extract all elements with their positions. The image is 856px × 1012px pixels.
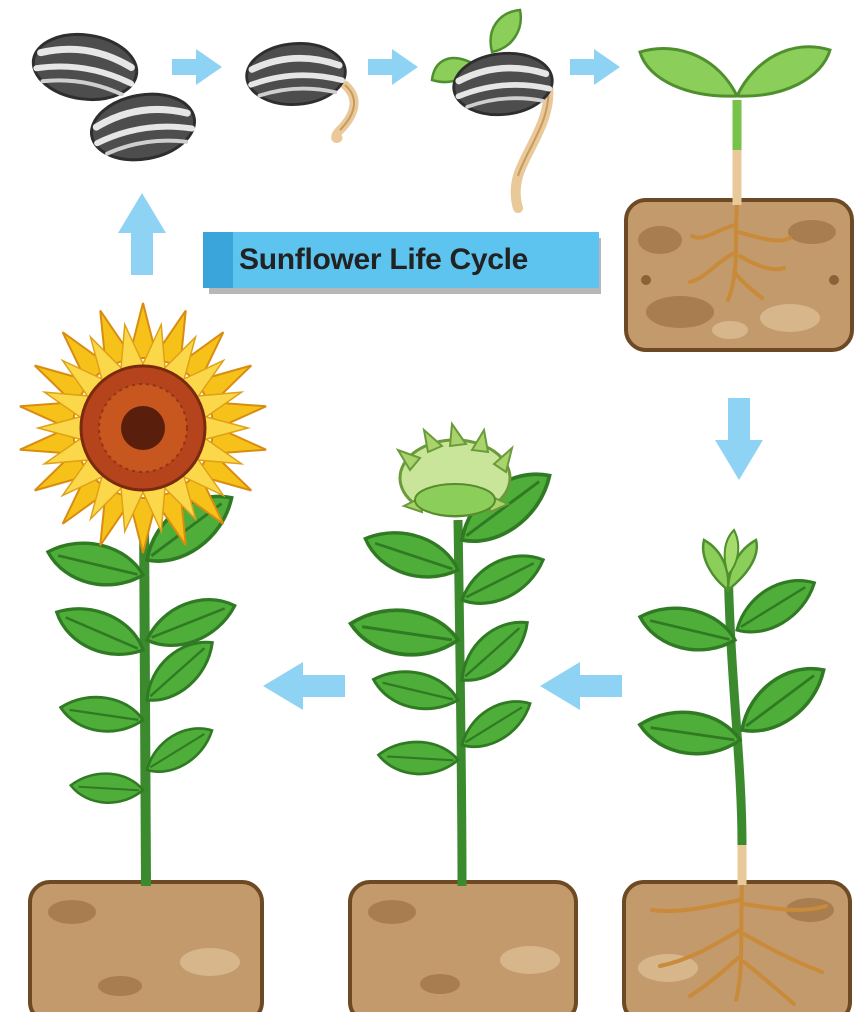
- arrow-right-icon: [172, 49, 222, 85]
- germinating-seed-illustration: [245, 40, 354, 138]
- sprouting-seed-illustration: [432, 10, 555, 208]
- seedling-illustration: [626, 47, 852, 350]
- young-plant-illustration: [624, 530, 850, 1012]
- arrow-down-icon: [715, 398, 763, 480]
- arrow-right-icon: [368, 49, 418, 85]
- seeds-illustration: [29, 28, 200, 167]
- title-banner-stripe: [203, 232, 233, 288]
- budding-plant-illustration: [346, 424, 576, 1012]
- arrow-left-icon: [263, 662, 345, 710]
- flowering-sunflower-illustration: [17, 303, 268, 1012]
- diagram-title: Sunflower Life Cycle: [239, 232, 528, 288]
- title-banner-body: Sunflower Life Cycle: [203, 232, 599, 288]
- arrow-up-icon: [118, 193, 166, 275]
- arrow-right-icon: [570, 49, 620, 85]
- arrow-left-icon: [540, 662, 622, 710]
- title-banner: Sunflower Life Cycle: [203, 232, 603, 294]
